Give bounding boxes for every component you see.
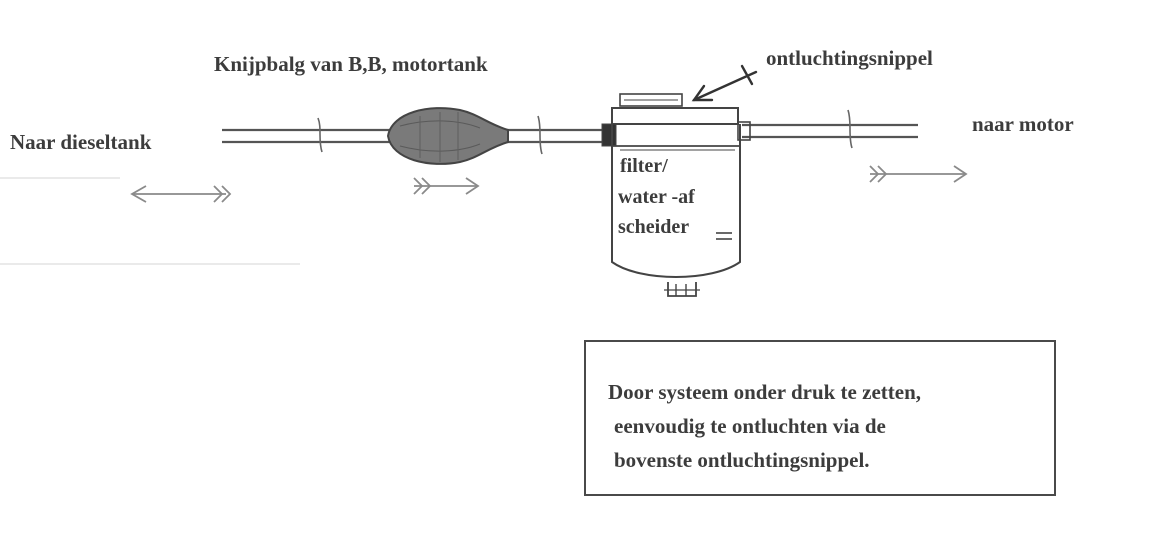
note-line-3: bovenste ontluchtingsnippel. bbox=[614, 448, 870, 472]
filter-label-line1: filter/ bbox=[620, 155, 668, 177]
squeeze-bulb bbox=[386, 107, 509, 165]
flow-arrow-right bbox=[869, 165, 968, 183]
note-line-2: eenvoudig te ontluchten via de bbox=[614, 414, 886, 438]
flow-arrow-left bbox=[130, 185, 232, 203]
filter-label-line3: scheider bbox=[618, 216, 690, 238]
filter-water-separator bbox=[601, 93, 751, 297]
right-end-label: naar motor bbox=[972, 112, 1074, 136]
left-end-label: Naar dieseltank bbox=[10, 130, 152, 154]
fuel-line-right bbox=[742, 123, 918, 139]
scan-artifacts bbox=[0, 177, 300, 265]
note-line-1: Door systeem onder druk te zetten, bbox=[608, 380, 922, 404]
nipple-pointer-arrow bbox=[691, 64, 758, 102]
bulb-label: Knijpbalg van B,B, motortank bbox=[214, 52, 488, 76]
note-box: Door systeem onder druk te zetten, eenvo… bbox=[584, 340, 1056, 496]
flow-arrow-middle bbox=[413, 177, 480, 195]
nipple-label: ontluchtingsnippel bbox=[766, 46, 933, 70]
hose-clamps bbox=[317, 109, 853, 155]
filter-label-line2: water -af bbox=[618, 186, 695, 208]
